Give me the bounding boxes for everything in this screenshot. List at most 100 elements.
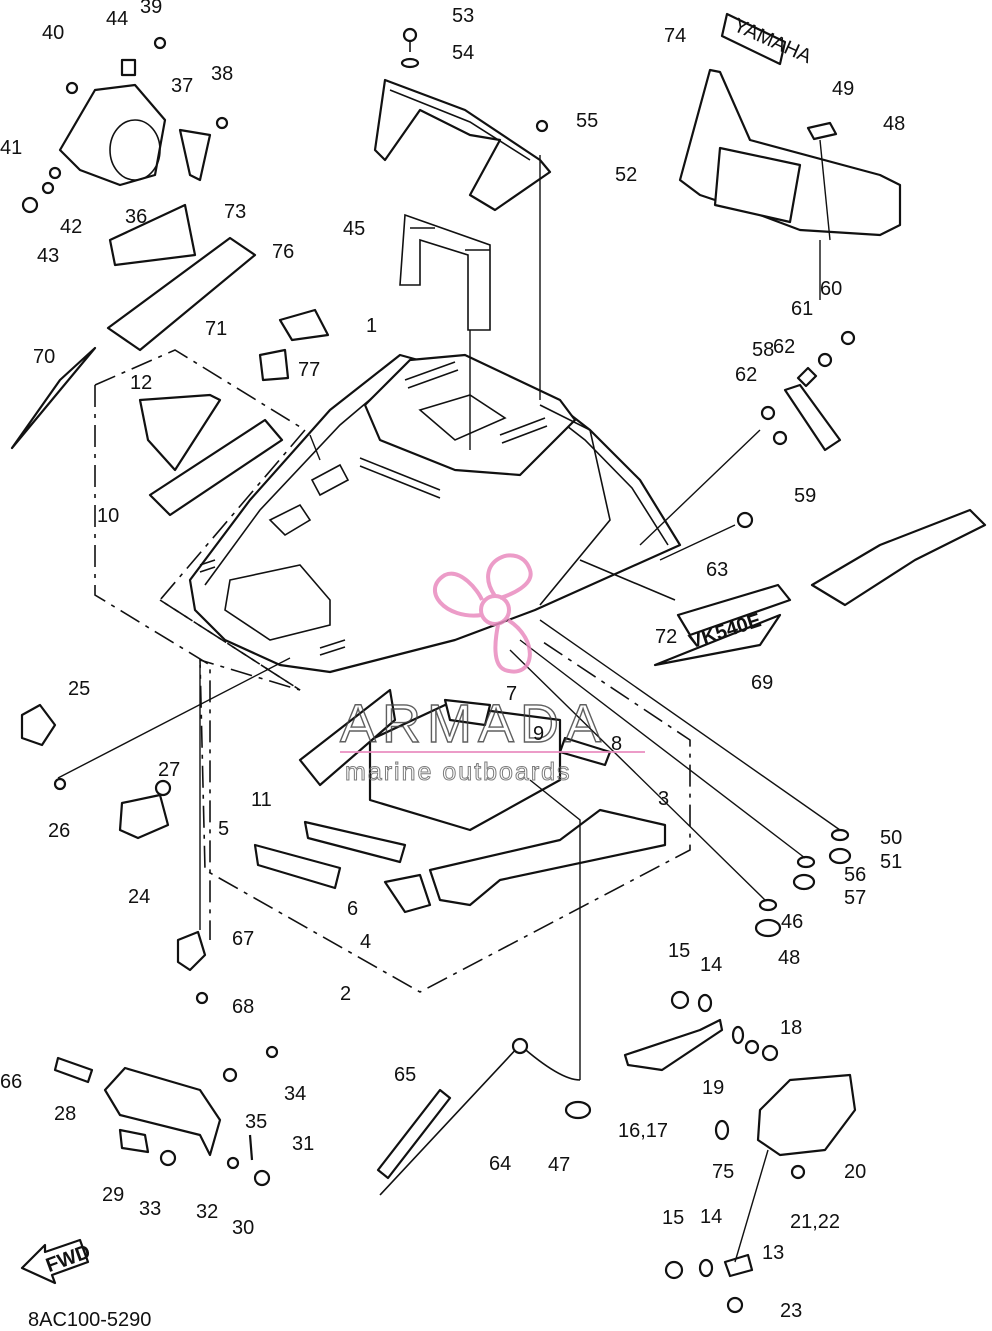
callout-label: 77 bbox=[298, 359, 320, 381]
callout-label: 64 bbox=[489, 1153, 511, 1175]
callout-label: 10 bbox=[97, 505, 119, 527]
callout-label: 15 bbox=[662, 1207, 684, 1229]
callout-label: 62 bbox=[773, 336, 795, 358]
callout-label: 15 bbox=[668, 940, 690, 962]
callout-label: 5 bbox=[218, 818, 229, 840]
bolt-18 bbox=[761, 1044, 779, 1062]
callout-label: 23 bbox=[780, 1300, 802, 1322]
callout-label: 66 bbox=[0, 1071, 22, 1093]
nut-15a bbox=[670, 990, 690, 1010]
pad-7 bbox=[443, 698, 492, 727]
shield-12 bbox=[138, 393, 222, 472]
callout-label: 25 bbox=[68, 678, 90, 700]
screw-39 bbox=[215, 116, 229, 130]
bolt-60 bbox=[772, 430, 788, 446]
callout-label: 65 bbox=[394, 1064, 416, 1086]
assembly-outlines bbox=[94, 349, 691, 993]
panel-75 bbox=[108, 203, 197, 267]
right-grommets bbox=[754, 828, 852, 938]
callout-label: 1 bbox=[366, 315, 377, 337]
upper-left-cover-assembly bbox=[21, 36, 229, 214]
cable-assembly bbox=[376, 1037, 592, 1196]
washer-42 bbox=[48, 166, 62, 180]
callout-label: 28 bbox=[54, 1103, 76, 1125]
callout-label: 59 bbox=[794, 485, 816, 507]
vk540e-decal bbox=[676, 583, 792, 637]
pad-6 bbox=[303, 820, 407, 864]
callout-label: 14 bbox=[700, 954, 722, 976]
callout-label: 27 bbox=[158, 759, 180, 781]
callout-label: 8 bbox=[611, 733, 622, 755]
callout-label: 52 bbox=[615, 164, 637, 186]
callout-label: 70 bbox=[33, 346, 55, 368]
windshield-assembly bbox=[373, 27, 552, 212]
callout-label: 20 bbox=[844, 1161, 866, 1183]
watermark-tagline: marine outboards bbox=[345, 758, 572, 786]
callout-label: 47 bbox=[548, 1154, 570, 1176]
callout-label: 74 bbox=[664, 25, 686, 47]
callout-label: 55 bbox=[576, 110, 598, 132]
callout-label: 38 bbox=[211, 63, 233, 85]
washer-55 bbox=[400, 57, 420, 69]
callout-label: 48 bbox=[883, 113, 905, 135]
bolt-31 bbox=[253, 1169, 271, 1187]
callout-label: 48 bbox=[778, 947, 800, 969]
callout-label: 46 bbox=[781, 911, 803, 933]
bracket-25 bbox=[118, 793, 170, 840]
clamp-68 bbox=[176, 930, 207, 972]
callout-label: 37 bbox=[171, 75, 193, 97]
washer-14a bbox=[697, 993, 713, 1013]
bumper-assembly bbox=[53, 1045, 279, 1187]
bolt-69 bbox=[195, 991, 209, 1005]
callout-label: 54 bbox=[452, 42, 474, 64]
yamaha-decal bbox=[720, 12, 787, 66]
grip-assembly bbox=[736, 330, 856, 529]
callout-label: 18 bbox=[780, 1017, 802, 1039]
decal-67 bbox=[53, 1056, 94, 1084]
connector bbox=[511, 1037, 529, 1055]
screw-56 bbox=[535, 119, 549, 133]
spacer-63 bbox=[796, 366, 818, 388]
callout-label: 57 bbox=[844, 887, 866, 909]
callout-label: 30 bbox=[232, 1217, 254, 1239]
callout-label: 43 bbox=[37, 245, 59, 267]
watermark: ARMADA marine outboards bbox=[339, 553, 645, 787]
callout-label: 16,17 bbox=[618, 1120, 668, 1142]
rear-panel-window bbox=[713, 146, 802, 224]
callout-labels: 123456789101112131414151516,1718192021,2… bbox=[0, 0, 905, 1322]
cap-44 bbox=[21, 196, 39, 214]
callout-label: 31 bbox=[292, 1133, 314, 1155]
propeller-logo bbox=[432, 553, 533, 674]
callout-label: 14 bbox=[700, 1206, 722, 1228]
headlight-assembly bbox=[623, 990, 857, 1314]
callout-label: 34 bbox=[284, 1083, 306, 1105]
callout-label: 11 bbox=[251, 789, 272, 811]
headlight-housing bbox=[756, 1073, 857, 1157]
callout-label: 61 bbox=[791, 298, 813, 320]
rear-panel-assembly: YAMAHA bbox=[678, 12, 902, 237]
spring-66 bbox=[376, 1088, 452, 1180]
callout-label: 68 bbox=[232, 996, 254, 1018]
nut-28 bbox=[154, 779, 172, 797]
hood-assembly bbox=[188, 353, 682, 674]
callout-label: 51 bbox=[880, 851, 902, 873]
callout-label: 2 bbox=[340, 983, 351, 1005]
callout-label: 41 bbox=[0, 137, 22, 159]
screw-41 bbox=[65, 81, 79, 95]
washer-20 bbox=[731, 1025, 745, 1045]
trim-71 bbox=[10, 346, 97, 450]
nut-62b bbox=[817, 352, 833, 368]
callout-label: 13 bbox=[762, 1242, 784, 1264]
grommet-58 bbox=[792, 873, 816, 891]
callout-label: 76 bbox=[272, 241, 294, 263]
washer-14b bbox=[698, 1258, 714, 1278]
callout-label: 60 bbox=[820, 278, 842, 300]
pad-4 bbox=[383, 873, 432, 914]
grommet-51 bbox=[830, 828, 850, 842]
callout-label: 75 bbox=[712, 1161, 734, 1183]
callout-label: 6 bbox=[347, 898, 358, 920]
panel-73 bbox=[106, 236, 257, 352]
nut-36 bbox=[222, 1067, 238, 1083]
plate-9 bbox=[368, 703, 562, 832]
callout-label: 53 bbox=[452, 5, 474, 27]
